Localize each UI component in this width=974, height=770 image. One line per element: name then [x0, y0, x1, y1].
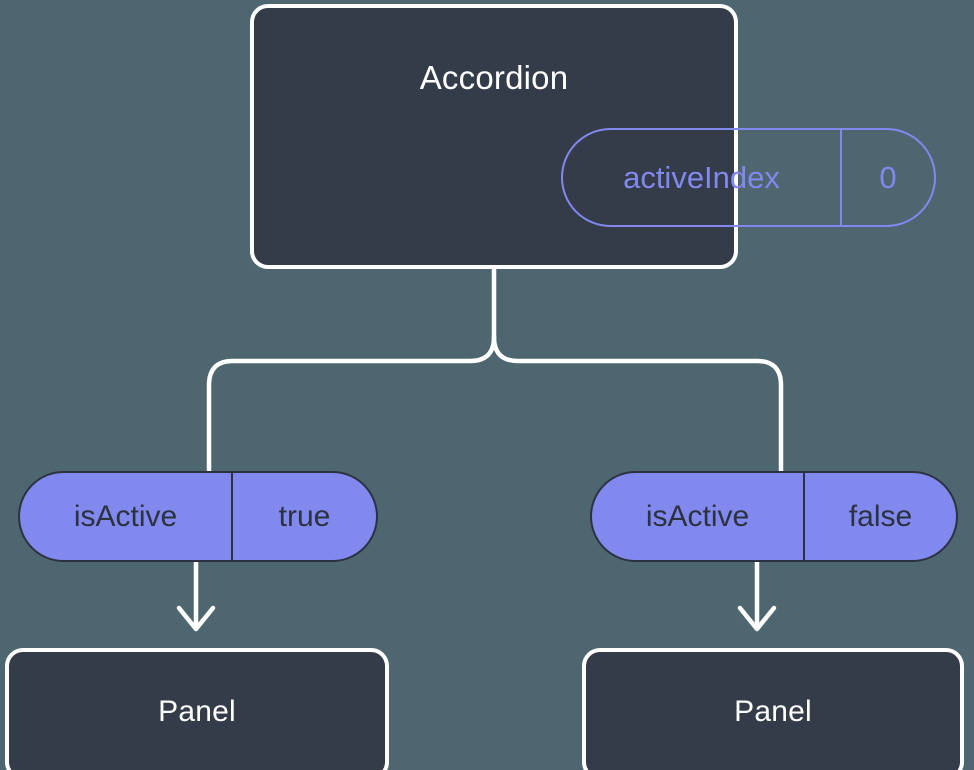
state-chip-active-index[interactable]: activeIndex 0 — [561, 128, 936, 227]
arrow-head-right — [737, 605, 777, 632]
node-panel-left[interactable]: Panel — [5, 648, 389, 770]
branch-wire-left — [206, 334, 497, 474]
state-chip-value: 0 — [879, 159, 897, 195]
node-accordion-title: Accordion — [419, 59, 569, 96]
prop-chip-is-active-true[interactable]: isActive true — [18, 471, 378, 562]
state-chip-key: activeIndex — [563, 130, 842, 225]
branch-wire-right — [491, 334, 784, 474]
prop-chip-value: false — [848, 499, 913, 533]
node-panel-right-title: Panel — [734, 695, 812, 728]
prop-chip-key: isActive — [592, 473, 805, 560]
node-accordion[interactable]: Accordion activeIndex 0 — [250, 4, 936, 269]
node-panel-right[interactable]: Panel — [582, 648, 964, 770]
node-panel-left-title: Panel — [158, 695, 236, 728]
prop-chip-value: true — [278, 499, 331, 533]
arrow-head-left — [176, 605, 216, 632]
prop-chip-key: isActive — [20, 473, 233, 560]
prop-chip-is-active-false[interactable]: isActive false — [590, 471, 958, 562]
